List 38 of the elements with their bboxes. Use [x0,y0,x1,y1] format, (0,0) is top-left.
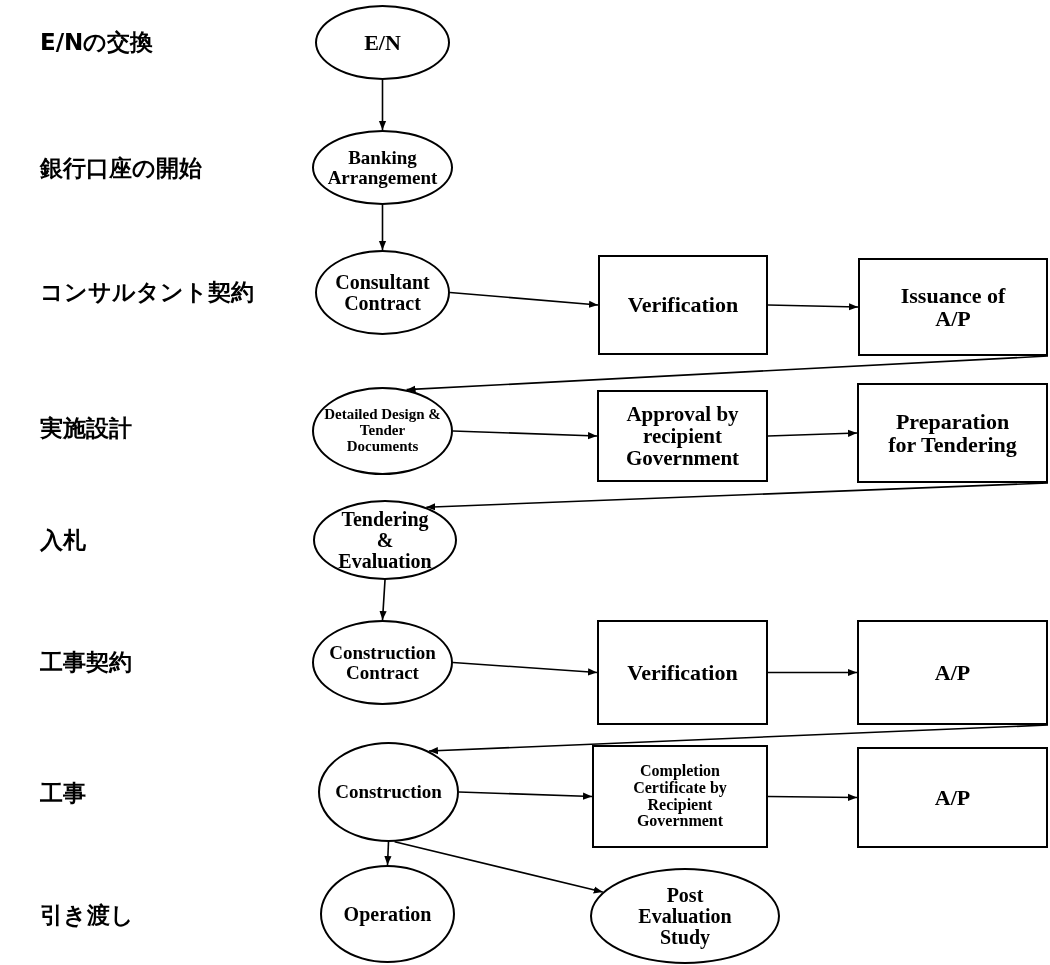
stage-label: 実施設計 [40,413,132,443]
process-box: A/P [857,747,1048,848]
arrow [449,291,599,308]
arrow [379,579,387,621]
arrow [767,303,859,311]
process-box: Verification [598,255,768,355]
arrow [393,841,604,894]
process-box: Approval by recipient Government [597,390,768,482]
process-ellipse: Construction Contract [312,620,453,705]
process-box: Issuance of A/P [858,258,1048,356]
process-box: Preparation for Tendering [857,383,1048,483]
arrow [767,793,858,801]
arrow [378,79,387,131]
stage-label: 工事 [40,778,86,808]
process-box: Completion Certificate by Recipient Government [592,745,768,848]
process-ellipse: Construction [318,742,459,842]
arrow [452,661,598,676]
arrow [767,429,858,437]
stage-label: 入札 [40,525,86,555]
stage-label: 工事契約 [40,647,132,677]
process-ellipse: Consultant Contract [315,250,450,335]
arrow [458,791,593,800]
process-ellipse: Operation [320,865,455,963]
arrow [767,668,858,677]
process-ellipse: Banking Arrangement [312,130,453,205]
stage-label: E/Nの交換 [40,27,154,57]
stage-label: 銀行口座の開始 [40,153,202,183]
arrow [384,841,392,866]
process-ellipse: Post Evaluation Study [590,868,780,964]
stage-label: コンサルタント契約 [40,277,254,307]
process-ellipse: Tendering & Evaluation [313,500,457,580]
arrow [378,204,387,251]
process-ellipse: Detailed Design & Tender Documents [312,387,453,475]
process-box: A/P [857,620,1048,725]
process-ellipse: E/N [315,5,450,80]
process-box: Verification [597,620,768,725]
arrow [452,430,598,440]
stage-label: 引き渡し [40,900,134,930]
